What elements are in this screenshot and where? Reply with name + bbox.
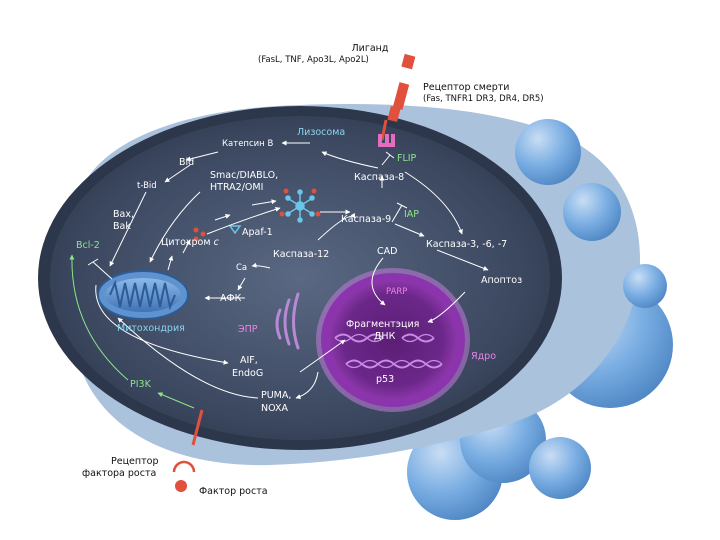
- parp-label: PARP: [386, 286, 407, 299]
- nucleus-label: Ядро: [471, 350, 496, 363]
- apaf1-label: Apaf-1: [242, 226, 273, 239]
- cathepsin-label: Катепсин B: [222, 138, 273, 151]
- mitochondrion-label: Митохондрия: [117, 322, 185, 335]
- bleb: [563, 183, 621, 241]
- bid-label: Bid: [179, 156, 194, 169]
- growth-factor-label: Фактор роста: [199, 485, 268, 498]
- aif-label-line2: EndoG: [232, 367, 263, 380]
- aif-label-line1: AIF,: [240, 354, 258, 367]
- flip-receptor-icon: [378, 134, 395, 147]
- death-receptor-examples: (Fas, TNFR1 DR3, DR4, DR5): [423, 93, 544, 106]
- cytochrome-c: c: [214, 237, 219, 248]
- smac-label-line2: HTRA2/OMI: [210, 181, 263, 194]
- pi3k-label: PI3K: [130, 378, 151, 391]
- caspase8-label: Каспаза-8: [354, 171, 404, 184]
- apoptosis-label: Апоптоз: [481, 274, 522, 287]
- bax-label-line2: Bak: [113, 220, 131, 233]
- cad-label: CAD: [377, 245, 397, 258]
- ligand-examples: (FasL, TNF, Apo3L, Apo2L): [258, 54, 369, 67]
- caspase9-label: Каспаза-9: [341, 213, 391, 226]
- bleb: [529, 437, 591, 499]
- calcium-label: Ca: [236, 262, 247, 275]
- cytochrome-word: Цитохром: [161, 237, 211, 248]
- lysosome-label: Лизосома: [297, 126, 345, 139]
- tbid-label: t-Bid: [137, 180, 157, 193]
- bcl2-label: Bcl-2: [76, 239, 100, 252]
- puma-label-line2: NOXA: [261, 402, 288, 415]
- p53-label: p53: [376, 373, 394, 386]
- growth-factor-icon: [175, 480, 187, 492]
- caspase12-label: Каспаза-12: [273, 248, 329, 261]
- ros-label: АФК: [220, 292, 241, 305]
- flip-label: FLIP: [397, 152, 416, 165]
- er-label: ЭПР: [238, 323, 258, 336]
- growth-receptor-label-line2: фактора роста: [82, 467, 156, 480]
- puma-label-line1: PUMA,: [261, 389, 291, 402]
- iap-label: IAP: [404, 208, 419, 221]
- ligand-icon: [401, 54, 415, 69]
- bleb: [515, 119, 581, 185]
- bleb: [623, 264, 667, 308]
- fragmentation-label-line2: ДНК: [374, 330, 395, 343]
- cytochrome-label: Цитохром c: [161, 236, 219, 249]
- caspase3-label: Каспаза-3, -6, -7: [426, 238, 507, 251]
